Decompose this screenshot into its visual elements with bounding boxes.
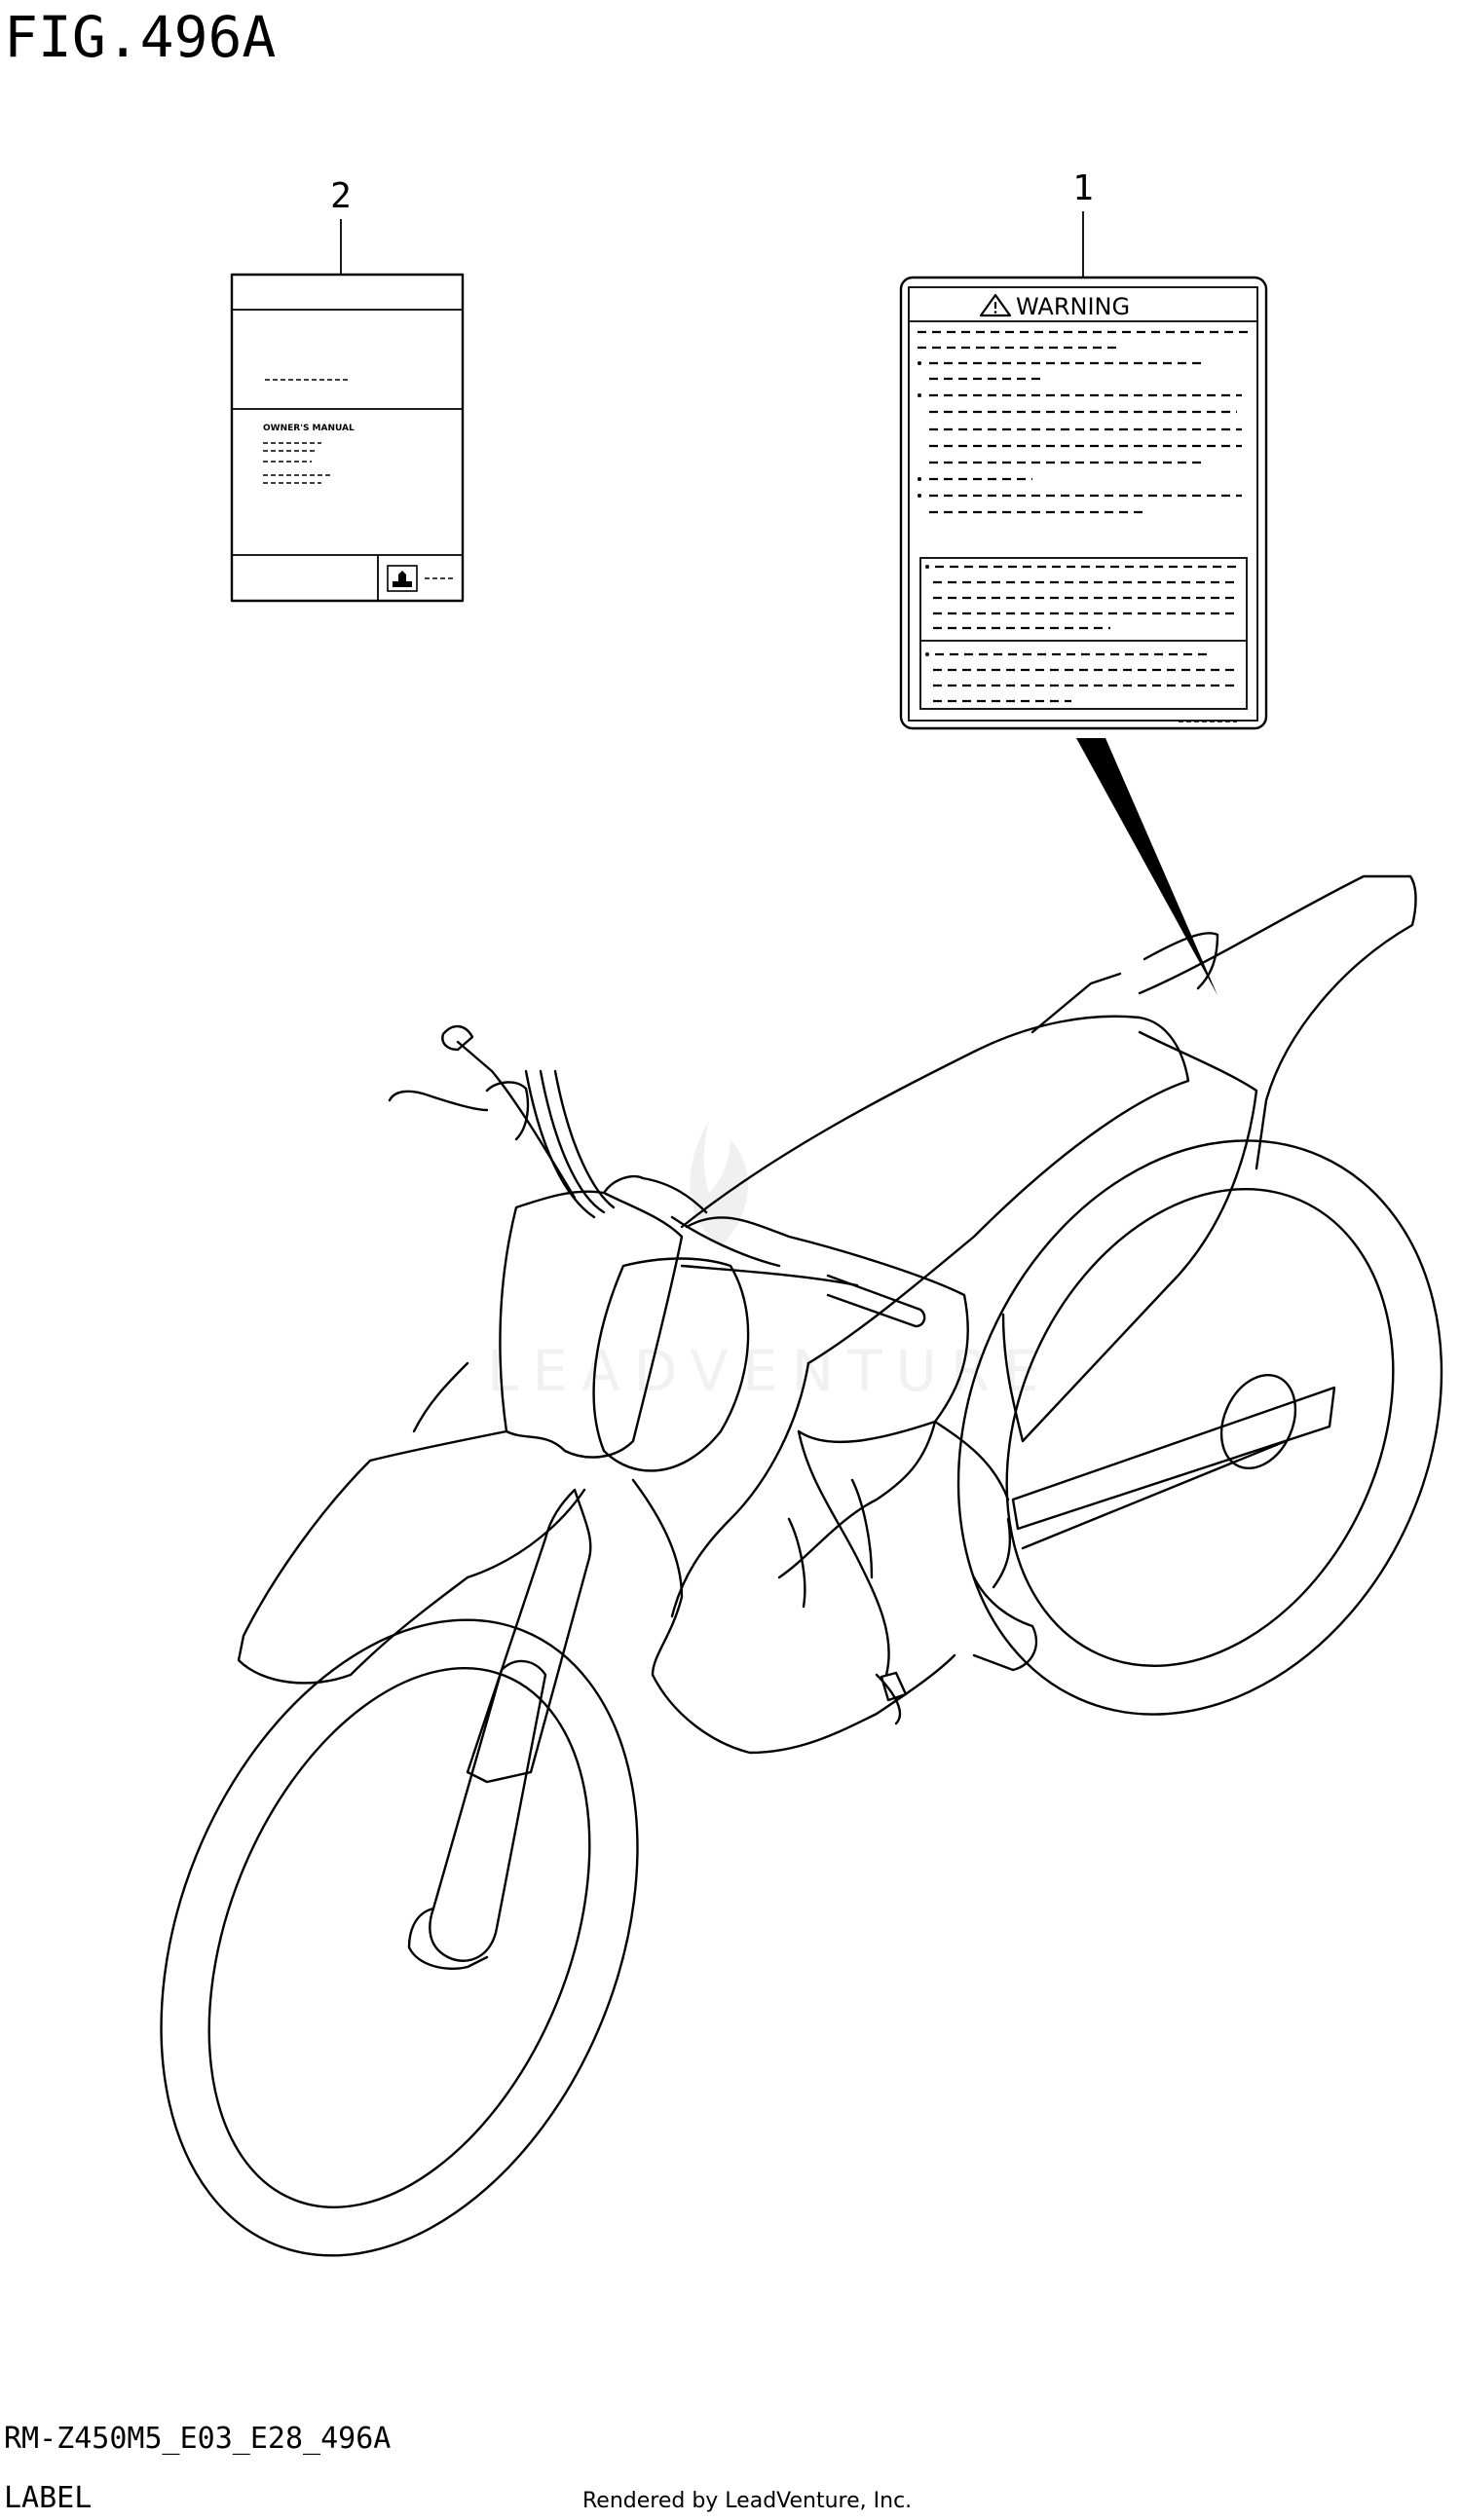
leadventure-watermark: LEADVENTURE xyxy=(487,1120,1053,1404)
figure-title: FIG.496A xyxy=(4,4,276,70)
manual-logo-icon xyxy=(387,565,418,592)
front-wheel xyxy=(160,1618,639,2257)
callout-number-2: 2 xyxy=(330,176,352,216)
section-name: LABEL xyxy=(4,2481,92,2515)
warning-label-item[interactable]: WARNING xyxy=(899,276,1268,730)
motorcycle-illustration xyxy=(160,874,1443,2257)
render-credit: Rendered by LeadVenture, Inc. xyxy=(582,2489,912,2513)
callout-1[interactable]: 1 xyxy=(1072,168,1094,278)
warning-heading: WARNING xyxy=(1016,293,1130,320)
callout-number-1: 1 xyxy=(1072,168,1094,208)
label-location-pointer xyxy=(1076,738,1218,995)
owners-manual-heading: OWNER'S MANUAL xyxy=(263,424,355,433)
owners-manual-item[interactable]: OWNER'S MANUAL xyxy=(230,273,465,603)
model-code: RM-Z450M5_E03_E28_496A xyxy=(4,2422,391,2456)
warning-triangle-icon xyxy=(979,293,1012,317)
rear-wheel xyxy=(956,1139,1443,1716)
watermark-text: LEADVENTURE xyxy=(487,1338,1053,1404)
callout-2[interactable]: 2 xyxy=(330,176,352,275)
